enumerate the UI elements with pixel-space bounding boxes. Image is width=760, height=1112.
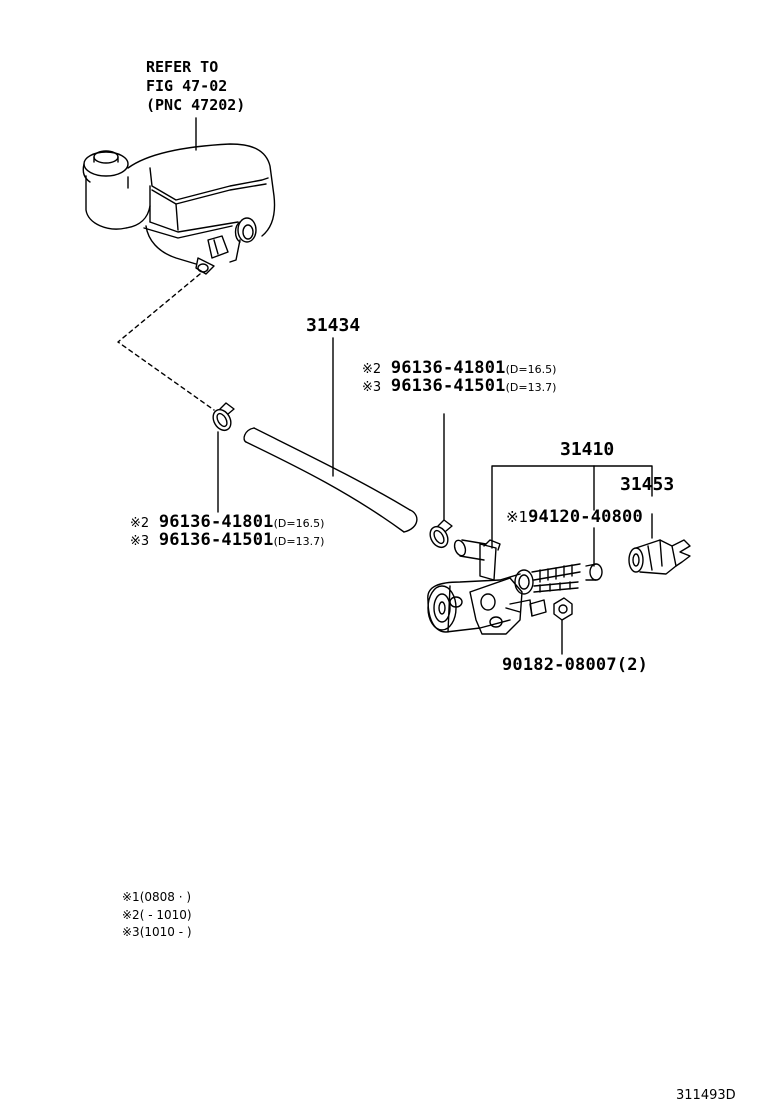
reservoir-tank-drawing [82,117,276,275]
note-row-3: ※3(1010 - ) [122,926,192,938]
part-number-nut[interactable]: 90182-08007(2) [502,655,649,675]
bolt-callout[interactable]: ※194120-40800 [506,509,643,526]
part-number-bolt: 94120-40800 [528,507,643,527]
note-mark: ※2 [122,908,140,922]
note-mark: ※1 [122,890,140,904]
clamp-upper-callout-2[interactable]: ※2 96136-41801(D=16.5) [362,360,556,377]
release-cylinder-drawing [427,465,653,635]
clamp-diameter: (D=13.7) [505,381,557,394]
clamp-part-number: 96136-41801 [158,512,274,532]
bolt-drawing [585,563,603,581]
note-mark-2: ※2 [362,362,382,377]
note-mark-1: ※1 [506,508,529,526]
note-row-1: ※1(0808 · ) [122,891,191,903]
hose-drawing [243,337,418,533]
part-number-cylinder[interactable]: 31410 [560,439,615,460]
connection-dashed-line [117,273,215,411]
note-row-2: ※2( - 1010) [122,909,192,921]
clamp-diameter: (D=16.5) [273,517,325,530]
note-range: ( - 1010) [139,908,192,922]
reference-line-3: (PNC 47202) [146,96,246,114]
part-number-boot[interactable]: 31453 [620,474,675,495]
illustration-code: 311493D [676,1088,736,1103]
note-mark-3: ※3 [362,380,382,395]
clamp-diameter: (D=13.7) [273,535,325,548]
clamp-lower-drawing [429,413,453,549]
clamp-diameter: (D=16.5) [505,363,557,376]
note-mark-2: ※2 [130,516,150,531]
clamp-part-number: 96136-41501 [158,530,274,550]
clamp-part-number: 96136-41501 [390,376,506,396]
reference-line-1: REFER TO [146,58,219,76]
clamp-upper-callout-3[interactable]: ※3 96136-41501(D=13.7) [362,378,556,395]
note-range: (1010 - ) [139,925,192,939]
clamp-lower-callout-2[interactable]: ※2 96136-41801(D=16.5) [130,514,324,531]
part-number-hose[interactable]: 31434 [306,315,361,336]
note-range: (0808 · ) [139,890,192,904]
nut-drawing [553,597,573,655]
clamp-lower-callout-3[interactable]: ※3 96136-41501(D=13.7) [130,532,324,549]
clamp-part-number: 96136-41801 [390,358,506,378]
note-mark-3: ※3 [130,534,150,549]
clamp-upper-drawing [212,402,235,513]
reference-line-2: FIG 47-02 [146,77,228,95]
boot-drawing [628,513,691,575]
note-mark: ※3 [122,925,140,939]
